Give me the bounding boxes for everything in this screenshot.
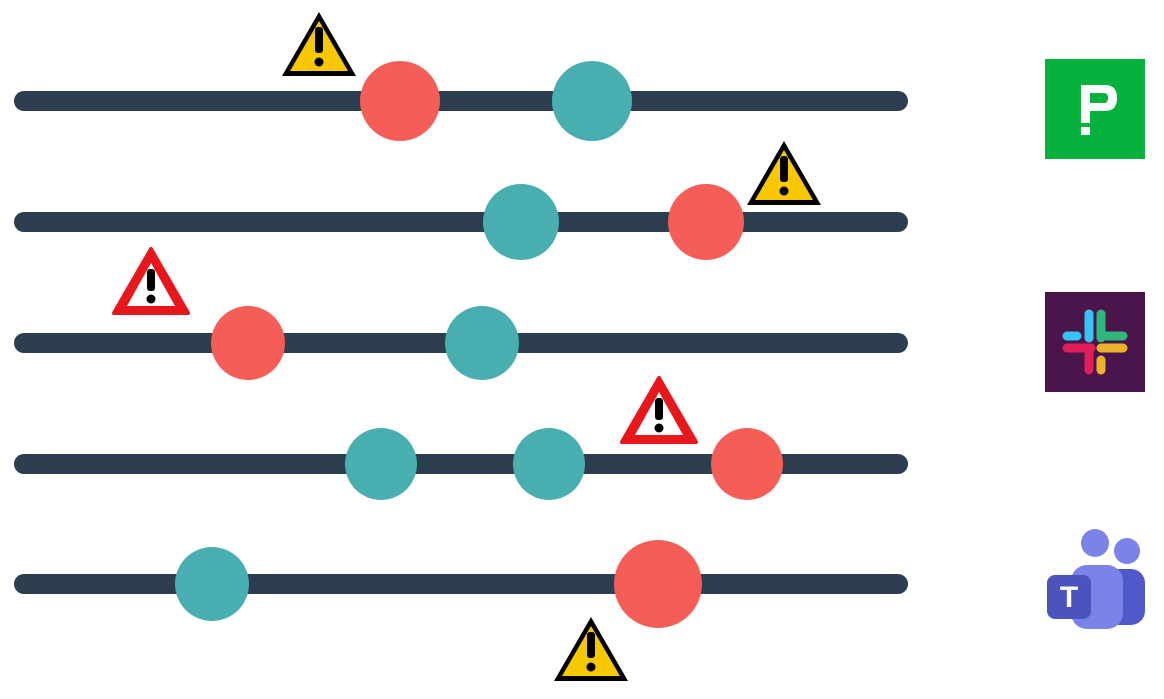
alert-event-marker <box>614 540 702 628</box>
alert-event-marker <box>668 184 744 260</box>
warning-icon <box>620 376 698 444</box>
warning-icon <box>282 12 356 76</box>
alert-event-marker <box>211 306 285 380</box>
warning-icon <box>554 617 628 681</box>
ok-event-marker <box>513 428 585 500</box>
ok-event-marker <box>445 306 519 380</box>
timeline-row <box>14 428 908 500</box>
slack-logo-icon <box>1045 292 1145 392</box>
timeline-row <box>14 306 908 380</box>
warning-exclamation-bar <box>655 398 663 420</box>
timeline-row <box>14 61 908 141</box>
timeline-row <box>14 540 908 628</box>
alert-event-marker <box>711 428 783 500</box>
warning-exclamation-dot <box>146 294 156 304</box>
teams-letter: T <box>1060 581 1078 614</box>
timeline-row <box>14 184 908 260</box>
alert-event-marker <box>360 61 440 141</box>
warning-exclamation-bar <box>587 632 595 658</box>
warning-exclamation-dot <box>586 662 596 672</box>
warning-icon <box>747 141 821 205</box>
teams-logo-icon: T <box>1047 529 1145 629</box>
warning-exclamation-bar <box>780 156 788 182</box>
pendo-logo-icon <box>1045 59 1145 159</box>
ok-event-marker <box>175 547 249 621</box>
warning-exclamation-dot <box>779 186 789 196</box>
warning-icon <box>112 247 190 315</box>
ok-event-marker <box>552 61 632 141</box>
ok-event-marker <box>483 184 559 260</box>
warning-exclamation-bar <box>315 27 323 53</box>
warning-exclamation-bar <box>147 269 155 291</box>
warning-exclamation-dot <box>314 57 324 67</box>
ok-event-marker <box>345 428 417 500</box>
warning-exclamation-dot <box>654 423 664 433</box>
